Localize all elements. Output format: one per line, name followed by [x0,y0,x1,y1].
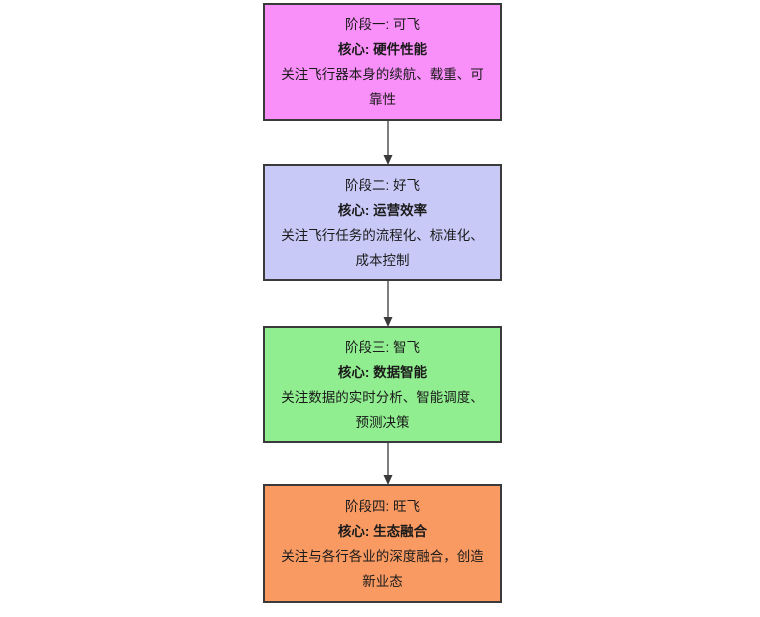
down-arrow-icon [383,443,393,485]
node-description: 关注飞行任务的流程化、标准化、成本控制 [281,227,484,268]
node-core-label: 核心: 运营效率 [337,202,428,218]
flowchart-node-stage-4[interactable]: 阶段四: 旺飞 核心: 生态融合 关注与各行各业的深度融合，创造新业态 [263,484,502,603]
down-arrow-icon [383,121,393,165]
node-stage-label: 阶段三: 智飞 [344,339,420,355]
node-description: 关注飞行器本身的续航、载重、可靠性 [281,67,484,107]
node-stage-label: 阶段一: 可飞 [344,17,420,32]
node-core-label: 核心: 硬件性能 [337,42,428,57]
node-stage-label: 阶段二: 好飞 [344,177,420,193]
flowchart-edge-3-4 [378,443,398,485]
down-arrow-icon [383,281,393,327]
node-core-label: 核心: 数据智能 [337,364,428,380]
node-description: 关注数据的实时分析、智能调度、预测决策 [281,389,484,430]
node-description: 关注与各行各业的深度融合，创造新业态 [281,548,484,589]
flowchart-node-stage-2[interactable]: 阶段二: 好飞 核心: 运营效率 关注飞行任务的流程化、标准化、成本控制 [263,164,502,281]
flowchart-edge-2-3 [378,281,398,327]
node-core-label: 核心: 生态融合 [337,523,428,539]
flowchart-node-stage-1[interactable]: 阶段一: 可飞 核心: 硬件性能 关注飞行器本身的续航、载重、可靠性 [263,3,502,121]
flowchart-edge-1-2 [378,121,398,165]
node-stage-label: 阶段四: 旺飞 [344,498,420,514]
flowchart-node-stage-3[interactable]: 阶段三: 智飞 核心: 数据智能 关注数据的实时分析、智能调度、预测决策 [263,326,502,443]
